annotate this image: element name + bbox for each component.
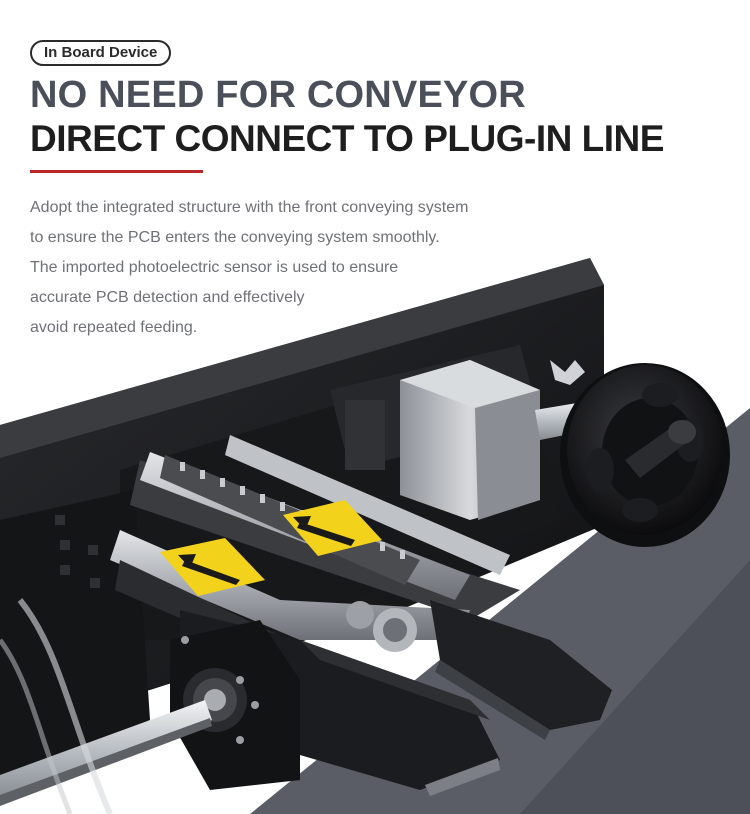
- accent-divider: [30, 170, 203, 173]
- feature-description: Adopt the integrated structure with the …: [30, 193, 550, 343]
- description-line: to ensure the PCB enters the conveying s…: [30, 229, 440, 246]
- description-line: accurate PCB detection and effectively: [30, 289, 305, 306]
- category-tag: In Board Device: [30, 40, 172, 66]
- headline-secondary: DIRECT CONNECT TO PLUG-IN LINE: [30, 118, 664, 159]
- description-line: Adopt the integrated structure with the …: [30, 199, 469, 216]
- description-line: avoid repeated feeding.: [30, 319, 198, 336]
- description-line: The imported photoelectric sensor is use…: [30, 259, 399, 276]
- headline-primary: NO NEED FOR CONVEYOR: [30, 74, 526, 116]
